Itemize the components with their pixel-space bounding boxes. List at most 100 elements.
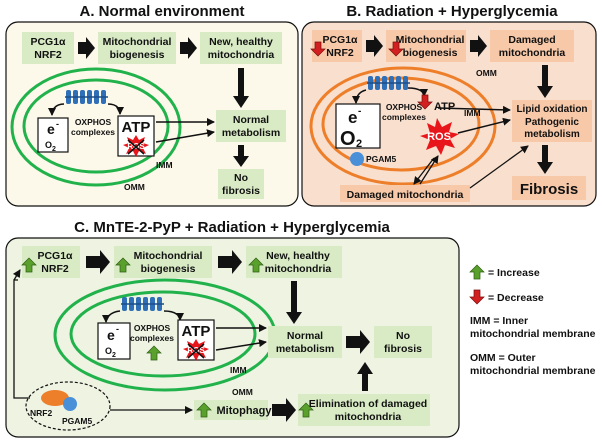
- svg-text:Normal: Normal: [287, 330, 323, 342]
- svg-text:O: O: [105, 346, 112, 356]
- panel-c-pcg-line1: PCG1α: [37, 250, 73, 262]
- svg-text:ATP: ATP: [434, 101, 455, 113]
- legend-imm-line1: IMM = Inner: [470, 315, 528, 327]
- svg-text:metabolism: metabolism: [524, 129, 580, 140]
- panel-c-arrow-1: [86, 250, 110, 274]
- panel-b-biogenesis-line1: Mitochondrial: [396, 34, 465, 46]
- panel-b-e-sup: -: [358, 106, 361, 117]
- panel-b-oxphos-line2: complexes: [382, 112, 426, 122]
- panel-c-biogenesis-line2: biogenesis: [141, 263, 196, 275]
- svg-text:PCG1α: PCG1α: [30, 36, 66, 48]
- panel-a-normal-line1: Normal: [233, 114, 269, 126]
- panel-b-oxphos-line1: OXPHOS: [386, 102, 423, 112]
- panel-b-biogenesis-line2: biogenesis: [403, 47, 458, 59]
- svg-text:-: -: [358, 106, 361, 117]
- svg-text:Damaged: Damaged: [508, 34, 555, 46]
- svg-text:OXPHOS: OXPHOS: [134, 323, 171, 333]
- legend-increase-icon: [469, 264, 485, 280]
- panel-c-elimination-line2: mitochondria: [335, 411, 402, 423]
- legend-increase: = Increase: [488, 267, 540, 279]
- panel-c-oxphos-line1: OXPHOS: [134, 323, 171, 333]
- svg-text:mitochondrial membrane: mitochondrial membrane: [470, 328, 596, 340]
- panel-c-newmito-box: [246, 246, 342, 278]
- svg-text:O: O: [340, 128, 356, 150]
- panel-c-imm-label: IMM: [230, 365, 247, 375]
- panel-b-damaged-bottom: Damaged mitochondria: [347, 189, 464, 201]
- panel-b-damaged-line1: Damaged: [508, 34, 555, 46]
- panel-b-pgam5: PGAM5: [366, 154, 397, 164]
- panel-b-lipid-line3: metabolism: [524, 129, 580, 140]
- legend-omm-line2: mitochondrial membrane: [470, 365, 596, 377]
- panel-a-biogenesis-box: [98, 32, 176, 64]
- panel-a-o2: O: [45, 140, 52, 150]
- svg-text:fibrosis: fibrosis: [222, 185, 260, 197]
- panel-a-pcg-box: [22, 32, 74, 64]
- panel-a-omm: [10, 67, 182, 187]
- panel-c: C. MnTE-2-PyP + Radiation + Hyperglycemi…: [5, 219, 460, 438]
- panel-b-pgam5-blob: [350, 152, 364, 166]
- svg-text:ATP: ATP: [182, 323, 211, 340]
- panel-a-biogenesis-line2: biogenesis: [110, 49, 165, 61]
- svg-text:Lipid oxidation: Lipid oxidation: [516, 104, 587, 115]
- panel-a: A. Normal environment PCG1α NRF2 Mitocho…: [5, 3, 299, 207]
- panel-b-fibrosis-box: [512, 176, 586, 200]
- svg-text:No: No: [396, 330, 410, 342]
- svg-text:complexes: complexes: [130, 333, 174, 343]
- svg-text:e: e: [47, 121, 55, 137]
- panel-c-nrf2-pgam5-cluster: [25, 381, 111, 431]
- panel-a-fibrosis-box: [218, 169, 264, 199]
- panel-b-lipid-line1: Lipid oxidation: [516, 104, 587, 115]
- svg-text:= Decrease: = Decrease: [488, 292, 544, 304]
- panel-b-omm-label: OMM: [476, 68, 497, 78]
- svg-text:PGAM5: PGAM5: [62, 416, 93, 426]
- panel-b-o2: O: [340, 128, 356, 150]
- legend: = Increase = Decrease IMM = Inner mitoch…: [469, 264, 596, 377]
- svg-text:= Increase: = Increase: [488, 267, 540, 279]
- svg-text:2: 2: [52, 146, 56, 153]
- panel-a-arrow-down-2: [233, 145, 249, 167]
- panel-c-frame: [5, 237, 460, 438]
- panel-a-arrow-2: [180, 37, 197, 59]
- svg-text:ROS: ROS: [427, 131, 451, 143]
- svg-text:Pathogenic: Pathogenic: [525, 117, 579, 128]
- svg-text:IMM: IMM: [156, 160, 173, 170]
- panel-a-pcg-line2: NRF2: [34, 49, 62, 61]
- panel-a-fibrosis-line2: fibrosis: [222, 185, 260, 197]
- panel-b-ros: ROS: [427, 131, 451, 143]
- panel-c-newmito-line2: mitochondria: [265, 263, 332, 275]
- panel-a-atp: ATP: [122, 119, 151, 136]
- legend-imm-line2: mitochondrial membrane: [470, 328, 596, 340]
- panel-c-atp: ATP: [182, 323, 211, 340]
- panel-c-arrow-4: [272, 398, 296, 422]
- panel-c-e-box: [97, 322, 131, 360]
- panel-c-arrow-down-1: [286, 281, 302, 324]
- panel-a-o2-sub: 2: [52, 146, 56, 153]
- svg-text:OXPHOS: OXPHOS: [386, 102, 423, 112]
- svg-text:NRF2: NRF2: [30, 408, 52, 418]
- svg-text:mitochondria: mitochondria: [265, 263, 332, 275]
- panel-c-fibrosis-line2: fibrosis: [384, 343, 422, 355]
- svg-text:NRF2: NRF2: [34, 49, 62, 61]
- panel-a-imm-label: IMM: [156, 160, 173, 170]
- panel-c-pgam5: PGAM5: [62, 416, 93, 426]
- panel-b-lipid-box: [512, 100, 592, 142]
- panel-a-arrow-1: [78, 37, 95, 59]
- panel-c-elimination-box: [298, 394, 430, 426]
- svg-text:IMM = Inner: IMM = Inner: [470, 315, 528, 327]
- panel-b: B. Radiation + Hyperglycemia PCG1α NRF2 …: [301, 3, 597, 207]
- svg-text:PCG1α: PCG1α: [322, 34, 358, 46]
- panel-c-arrow-up: [357, 362, 373, 391]
- panel-b-arrow-down-2: [537, 145, 553, 174]
- svg-text:complexes: complexes: [71, 127, 115, 137]
- panel-b-pcg-line2: NRF2: [326, 47, 354, 59]
- svg-text:Damaged mitochondria: Damaged mitochondria: [347, 189, 464, 201]
- panel-b-title: B. Radiation + Hyperglycemia: [346, 3, 558, 20]
- legend-omm-line1: OMM = Outer: [470, 352, 536, 364]
- panel-a-biogenesis-line1: Mitochondrial: [103, 36, 172, 48]
- panel-b-o2-sub: 2: [356, 138, 362, 150]
- panel-c-oxphos-line2: complexes: [130, 333, 174, 343]
- panel-c-normal-line2: metabolism: [276, 343, 334, 355]
- panel-c-arrow-3: [346, 330, 370, 354]
- panel-b-lipid-line2: Pathogenic: [525, 117, 579, 128]
- panel-c-arrow-2: [218, 250, 242, 274]
